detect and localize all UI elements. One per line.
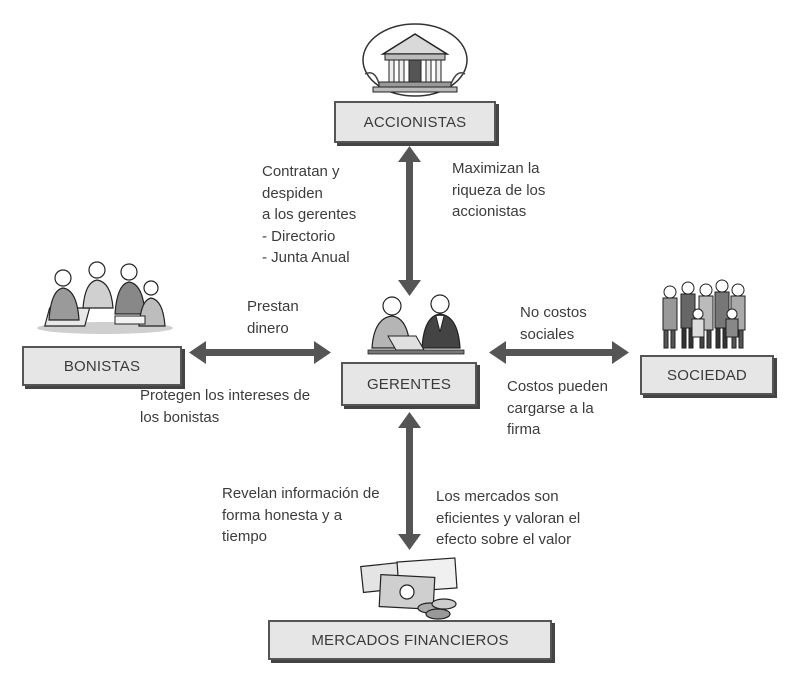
node-gerentes-label: GERENTES bbox=[366, 375, 452, 393]
arrow-accionistas-gerentes bbox=[398, 146, 421, 296]
node-mercados-financieros: MERCADOS FINANCIEROS bbox=[268, 620, 552, 660]
note-revelan: Revelan información de forma honesta y a… bbox=[222, 485, 380, 545]
business-team-icon bbox=[37, 261, 173, 334]
node-sociedad: SOCIEDAD bbox=[640, 355, 774, 395]
managers-meeting-icon bbox=[367, 294, 465, 355]
note-mercados-son: Los mercados son eficientes y valoran el… bbox=[436, 488, 581, 548]
stock-exchange-building-icon bbox=[362, 23, 468, 97]
node-bonistas-label: BONISTAS bbox=[63, 357, 141, 375]
crowd-of-people-icon bbox=[662, 279, 746, 349]
node-mercados-financieros-label: MERCADOS FINANCIEROS bbox=[311, 631, 509, 649]
note-maximizan: Maximizan la riqueza de los accionistas bbox=[452, 160, 546, 220]
node-bonistas: BONISTAS bbox=[22, 346, 182, 386]
node-accionistas: ACCIONISTAS bbox=[334, 101, 496, 143]
node-sociedad-label: SOCIEDAD bbox=[667, 366, 747, 384]
arrow-bonistas-gerentes bbox=[189, 341, 331, 364]
note-protegen: Protegen los intereses de los bonistas bbox=[140, 387, 311, 426]
note-costos-pueden: Costos pueden cargarse a la firma bbox=[507, 378, 608, 438]
node-accionistas-label: ACCIONISTAS bbox=[363, 113, 467, 131]
arrow-gerentes-mercados bbox=[398, 412, 421, 550]
note-no-costos: No costos sociales bbox=[520, 304, 587, 343]
arrow-gerentes-sociedad bbox=[489, 341, 629, 364]
node-gerentes: GERENTES bbox=[341, 362, 477, 406]
note-contratan: Contratan y despiden a los gerentes - Di… bbox=[262, 163, 357, 266]
money-bills-coins-icon bbox=[360, 557, 458, 620]
note-prestan: Prestan dinero bbox=[247, 298, 299, 337]
